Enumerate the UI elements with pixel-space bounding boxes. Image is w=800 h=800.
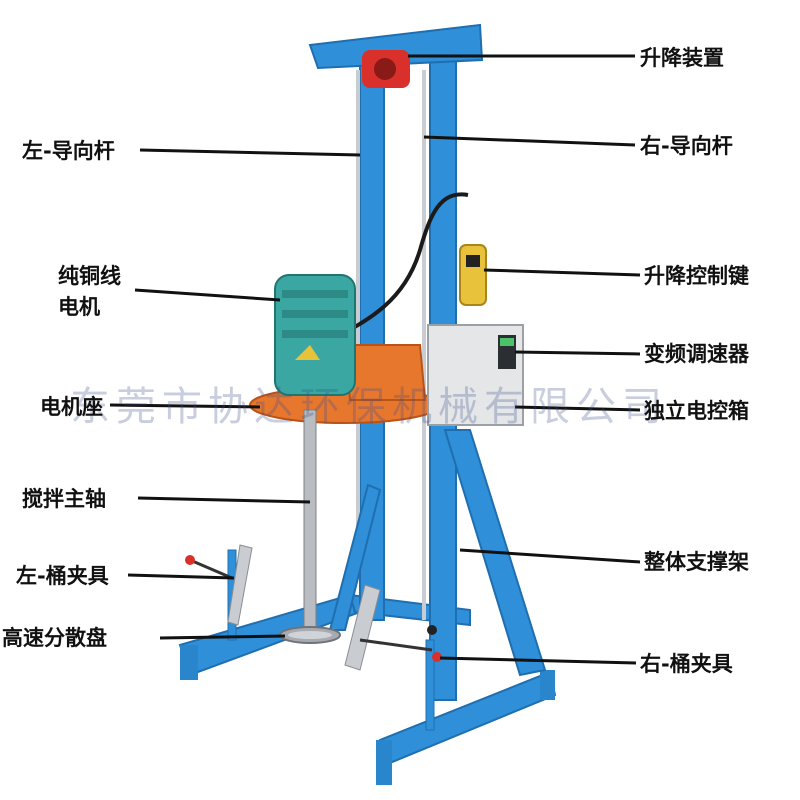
leader-right-clamp — [439, 656, 637, 665]
main-column — [308, 23, 484, 701]
leader-vfd — [514, 350, 641, 356]
label-lift-control-key: 升降控制键 — [644, 264, 749, 288]
label-mixing-shaft: 搅拌主轴 — [22, 487, 106, 511]
leader-control-box — [514, 405, 641, 412]
label-motor-line2: 电机 — [58, 295, 100, 319]
label-left-clamp: 左-桶夹具 — [16, 564, 109, 588]
label-support-frame: 整体支撑架 — [644, 550, 749, 574]
leader-lines — [109, 54, 641, 665]
lift-control-key — [459, 244, 487, 306]
leader-left-guide-rod — [139, 148, 361, 157]
label-motor-line1: 纯铜线 — [58, 264, 121, 288]
copper-wire-motor — [274, 274, 356, 396]
leader-support-frame — [459, 548, 641, 564]
label-right-guide-rod: 右-导向杆 — [640, 134, 733, 158]
mixing-shaft — [303, 409, 317, 631]
leader-lift-control-key — [483, 268, 641, 277]
left-bucket-clamp — [185, 544, 253, 641]
lift-device — [362, 50, 410, 88]
label-right-clamp: 右-桶夹具 — [640, 652, 733, 676]
leader-motor — [134, 288, 281, 302]
control-box — [427, 324, 524, 426]
power-cable — [329, 192, 469, 342]
leader-left-clamp — [127, 573, 235, 580]
label-lift-device: 升降装置 — [640, 46, 724, 70]
label-motor-seat: 电机座 — [40, 395, 103, 419]
label-control-box: 独立电控箱 — [644, 399, 749, 423]
label-disperser-disc: 高速分散盘 — [2, 626, 107, 650]
leader-disperser-disc — [159, 634, 286, 640]
label-left-guide-rod: 左-导向杆 — [22, 139, 115, 163]
leader-motor-seat — [109, 403, 261, 409]
leader-right-guide-rod — [423, 135, 636, 147]
label-vfd: 变频调速器 — [644, 342, 749, 366]
leader-mixing-shaft — [137, 496, 311, 504]
right-bucket-clamp — [344, 584, 442, 731]
disperser-disc — [279, 626, 341, 644]
